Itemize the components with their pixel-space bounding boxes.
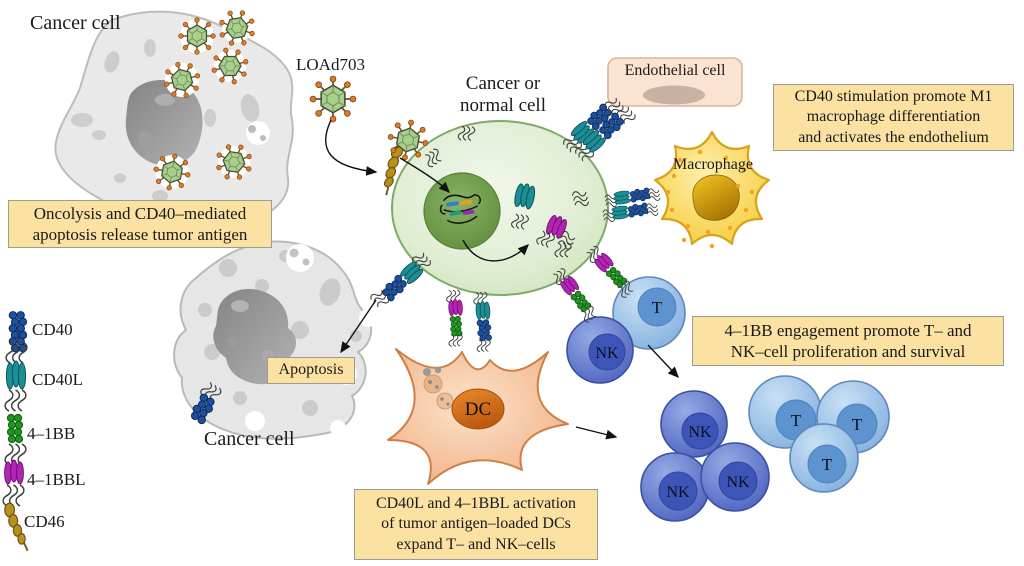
endothelial-cell-label: Endothelial cell: [624, 62, 726, 79]
macrophage-shape: [653, 130, 771, 249]
cd40l-cd40-pair-dc: [473, 292, 492, 352]
nk-label: NK: [595, 345, 619, 362]
t-label: T: [822, 455, 833, 474]
legend-label-cd40l: CD40L: [32, 370, 83, 389]
t-label: T: [652, 298, 663, 317]
loaD703-label: LOAd703: [296, 55, 365, 74]
nucleus: [643, 85, 705, 105]
cd40l-cd40-pair-macrophage: [604, 186, 660, 208]
nk-label: NK: [688, 424, 712, 441]
legend-label-cd46: CD46: [24, 512, 65, 531]
legend-label-cd40: CD40: [32, 320, 73, 339]
bb-legend-icon: [5, 413, 26, 465]
apoptotic-blobs: [198, 250, 362, 416]
arrow-virus-to-cell: [324, 119, 378, 176]
dendritic-cell-shape: [387, 348, 569, 485]
endothelial-cell-shape: [607, 57, 743, 107]
nucleus: [692, 174, 740, 221]
arrow-nucleus-to-proteins: [462, 239, 529, 262]
dc-label: DC: [465, 399, 491, 420]
nucleus: [451, 388, 505, 430]
cancer-or-normal-cell-label: Cancer or normal cell: [460, 73, 546, 116]
cancer-cell-lysing-shape: [54, 10, 294, 228]
arrow-virus-to-nucleus: [399, 157, 450, 193]
bbl-bb-pair-dc: [446, 290, 464, 347]
bbl-legend-icon: [3, 459, 24, 506]
cd40-stimulation-callout: CD40 stimulation promote M1 macrophage d…: [773, 84, 1014, 151]
oncolysis-callout: Oncolysis and CD40–mediated apoptosis re…: [8, 200, 272, 248]
bb-engagement-callout: 4–1BB engagement promote T– and NK–cell …: [692, 316, 1004, 366]
cancer-cell-bottom-label: Cancer cell: [204, 428, 295, 450]
granules: [665, 149, 755, 249]
loaD703-virus-icon: [309, 75, 357, 123]
arrow-dc-to-cluster: [575, 426, 618, 440]
nk-cell-cluster: [640, 390, 770, 522]
t-label: T: [791, 411, 802, 430]
t-cell-cluster: [748, 375, 890, 493]
apoptosis-label: Apoptosis: [267, 357, 355, 384]
nk-label: NK: [666, 484, 690, 501]
legend-label-4-1bb: 4–1BB: [27, 424, 76, 443]
dc-activation-callout: CD40L and 4–1BBL activation of tumor ant…: [354, 489, 598, 560]
arrow-nkt-to-cluster: [647, 344, 679, 379]
macrophage-label: Macrophage: [673, 156, 753, 173]
cancer-or-normal-cell-shape: [391, 120, 609, 296]
t-label: T: [852, 415, 863, 434]
cd40-legend-icon: [6, 311, 28, 363]
cancer-cell-top-label: Cancer cell: [30, 12, 121, 34]
flow-arrows: [324, 119, 679, 440]
engulfed-antigen: [423, 366, 454, 410]
vacuoles: [71, 39, 260, 202]
legend-icons: [3, 311, 29, 552]
legend-label-4-1bbl: 4–1BBL: [27, 470, 86, 489]
cd40l-legend-icon: [5, 360, 27, 411]
t-cell-attached: [612, 276, 686, 350]
nk-label: NK: [726, 474, 750, 491]
arrow-to-apoptosis: [340, 299, 377, 354]
transgene-plasmid: [439, 193, 481, 224]
nk-cell-attached: [566, 316, 634, 384]
